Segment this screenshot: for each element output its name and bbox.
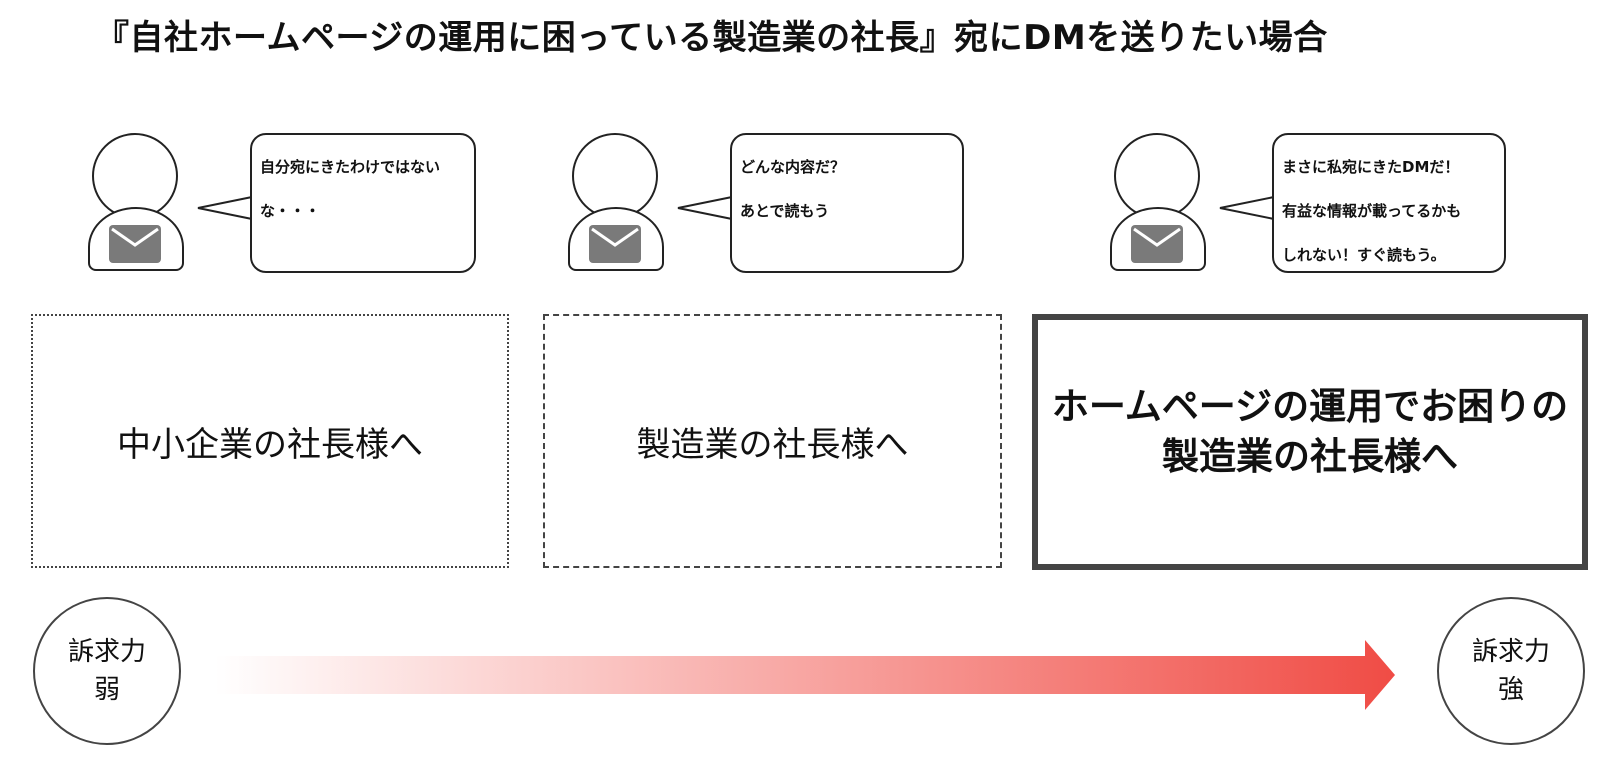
speech-bubble-tail <box>677 195 733 221</box>
appeal-strong-circle: 訴求力 強 <box>1437 597 1585 745</box>
message-box-medium: 製造業の社長様へ <box>543 314 1002 568</box>
speech-bubble-2: どんな内容だ？ あとで読もう <box>730 133 964 273</box>
bubble-line: な・・・ <box>260 202 321 220</box>
bubble-line: あとで読もう <box>740 202 830 220</box>
bubble-line: 有益な情報が載ってるかも <box>1282 202 1462 220</box>
bubble-line: どんな内容だ？ <box>740 158 846 176</box>
message-box-weak: 中小企業の社長様へ <box>31 314 509 568</box>
message-box-strong: ホームページの運用でお困りの 製造業の社長様へ <box>1032 314 1588 570</box>
person-head <box>92 133 178 219</box>
person-head <box>572 133 658 219</box>
appeal-label: 訴求力 <box>67 637 146 667</box>
envelope-icon <box>109 225 161 263</box>
speech-bubble-tail <box>1219 195 1275 221</box>
appeal-weak-circle: 訴求力 弱 <box>33 597 181 745</box>
speech-bubble-1: 自分宛にきたわけではない な・・・ <box>250 133 476 273</box>
person-icon <box>1110 133 1206 273</box>
message-box-text: 中小企業の社長様へ <box>117 424 423 465</box>
appeal-label: 訴求力 <box>1471 637 1550 667</box>
bubble-line: 自分宛にきたわけではない <box>260 158 441 176</box>
bubble-line: しれない！すぐ読もう。 <box>1282 246 1446 264</box>
message-box-text: 製造業の社長様へ <box>636 424 909 465</box>
speech-bubble-3: まさに私宛にきたDMだ！ 有益な情報が載ってるかも しれない！すぐ読もう。 <box>1272 133 1506 273</box>
person-icon <box>88 133 184 273</box>
bubble-line: まさに私宛にきたDMだ！ <box>1282 158 1460 176</box>
envelope-icon <box>589 225 641 263</box>
diagram-title: 『自社ホームページの運用に困っている製造業の社長』宛にDMを送りたい場合 <box>95 18 1328 58</box>
envelope-icon <box>1131 225 1183 263</box>
person-icon <box>568 133 664 273</box>
message-box-text: 製造業の社長様へ <box>1162 435 1458 478</box>
appeal-level: 弱 <box>93 675 120 705</box>
message-box-text: ホームページの運用でお困りの <box>1051 385 1569 428</box>
gradient-arrow <box>215 640 1395 710</box>
appeal-level: 強 <box>1497 675 1524 705</box>
speech-bubble-tail <box>197 195 253 221</box>
